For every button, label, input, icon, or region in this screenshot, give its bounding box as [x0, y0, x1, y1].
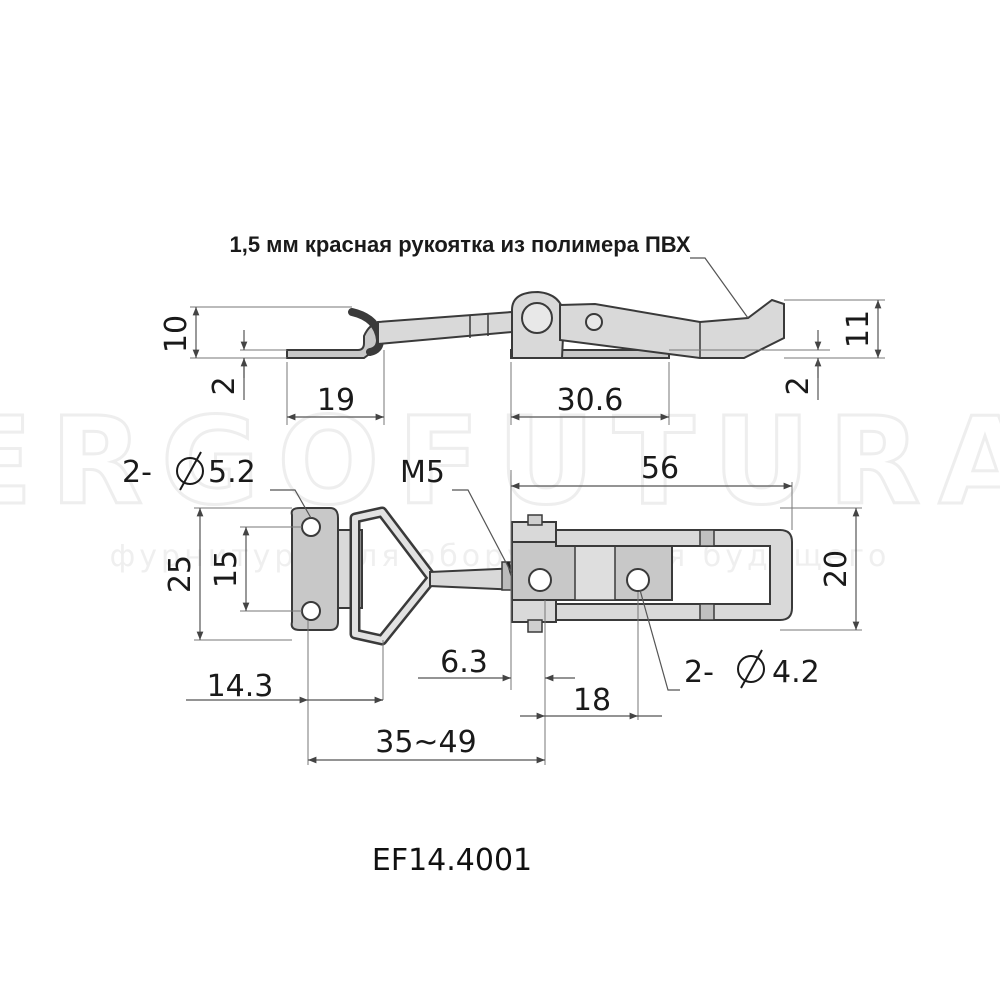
holes-right-label: 2- 4.2	[684, 649, 820, 690]
handle-note: 1,5 мм красная рукоятка из полимера ПВХ	[229, 232, 690, 257]
model-code: EF14.4001	[372, 843, 532, 878]
plan-mount-hole-right	[626, 568, 650, 592]
dim-2-right: 2	[781, 376, 816, 395]
dim-11: 11	[841, 310, 876, 348]
dim-30-6: 30.6	[557, 383, 624, 418]
holes-right-count: 2-	[684, 655, 714, 690]
dim-25: 25	[163, 555, 198, 593]
plan-mount-hole-left	[528, 568, 552, 592]
dim-20: 20	[819, 550, 854, 588]
watermark-brand: ERGOFUTURA	[0, 393, 1000, 532]
holes-left-diameter: 5.2	[208, 455, 256, 490]
dim-14-3: 14.3	[207, 669, 274, 704]
diameter-icon-left	[176, 451, 204, 491]
plan-handle	[555, 529, 793, 621]
dim-15: 15	[209, 550, 244, 588]
dim-6-3: 6.3	[440, 645, 488, 680]
plan-view: 2- 5.2 M5 56 25 15 20 6.3 2- 4.2 14.3 18…	[122, 451, 862, 765]
dim-35-49: 35~49	[375, 725, 476, 760]
dim-19: 19	[317, 383, 355, 418]
plan-hole-top	[301, 517, 321, 537]
plan-hook-plate	[290, 507, 339, 631]
dim-10: 10	[159, 315, 194, 353]
holes-left-label: 2- 5.2	[122, 451, 256, 491]
dim-18: 18	[573, 683, 611, 718]
holes-left-count: 2-	[122, 455, 152, 490]
dim-56: 56	[641, 451, 679, 486]
side-handle	[559, 298, 785, 359]
side-rivet	[585, 313, 603, 331]
diameter-icon-right	[737, 649, 765, 689]
plan-center-block	[574, 541, 616, 601]
side-rod	[377, 310, 513, 346]
plan-bracket-bottom	[511, 599, 557, 623]
dim-m5: M5	[400, 455, 445, 490]
dim-2-left: 2	[207, 376, 242, 395]
holes-right-diameter: 4.2	[772, 655, 820, 690]
plan-hole-bottom	[301, 601, 321, 621]
side-pivot-pin	[521, 302, 553, 334]
side-view: 10 2 19 30.6 2 11 1,5 мм красная рукоятк…	[159, 232, 885, 425]
